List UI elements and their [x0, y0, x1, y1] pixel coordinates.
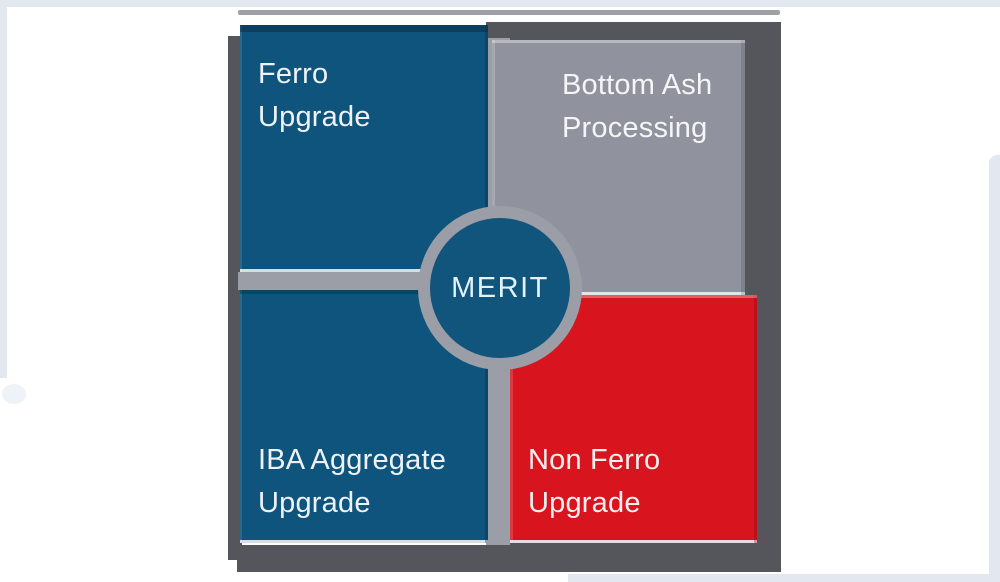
quadrant-label-line2: Processing	[562, 112, 708, 144]
quadrant-label: Bottom Ash Processing	[562, 64, 712, 150]
quadrant-label: Ferro Upgrade	[258, 53, 371, 139]
quadrant-label-line1: IBA Aggregate	[258, 444, 447, 476]
quadrant-bottom-ash-processing: Bottom Ash Processing	[492, 40, 745, 295]
quadrant-label-line1: Ferro	[258, 58, 329, 90]
page-frame-wisp	[2, 384, 26, 404]
center-label: MERIT	[451, 271, 549, 304]
quadrant-label: IBA Aggregate Upgrade	[258, 439, 446, 525]
page-frame-right	[989, 155, 1000, 582]
merit-ring: MERIT	[418, 206, 582, 370]
diagram-shadow-left	[228, 36, 242, 560]
quadrant-label-line1: Non Ferro	[528, 444, 661, 476]
diagram-shadow-bottom	[237, 545, 781, 572]
diagram-shadow-top-edge	[238, 10, 780, 15]
page-frame-top	[0, 0, 1000, 7]
page-frame-bottom	[568, 574, 1000, 582]
quadrant-label-line2: Upgrade	[258, 101, 371, 133]
quadrant-label: Non Ferro Upgrade	[528, 439, 660, 525]
quadrant-label-line1: Bottom Ash	[562, 69, 713, 101]
quadrant-label-line2: Upgrade	[258, 487, 371, 519]
page-frame-left	[0, 0, 7, 378]
quadrant-label-line2: Upgrade	[528, 487, 641, 519]
